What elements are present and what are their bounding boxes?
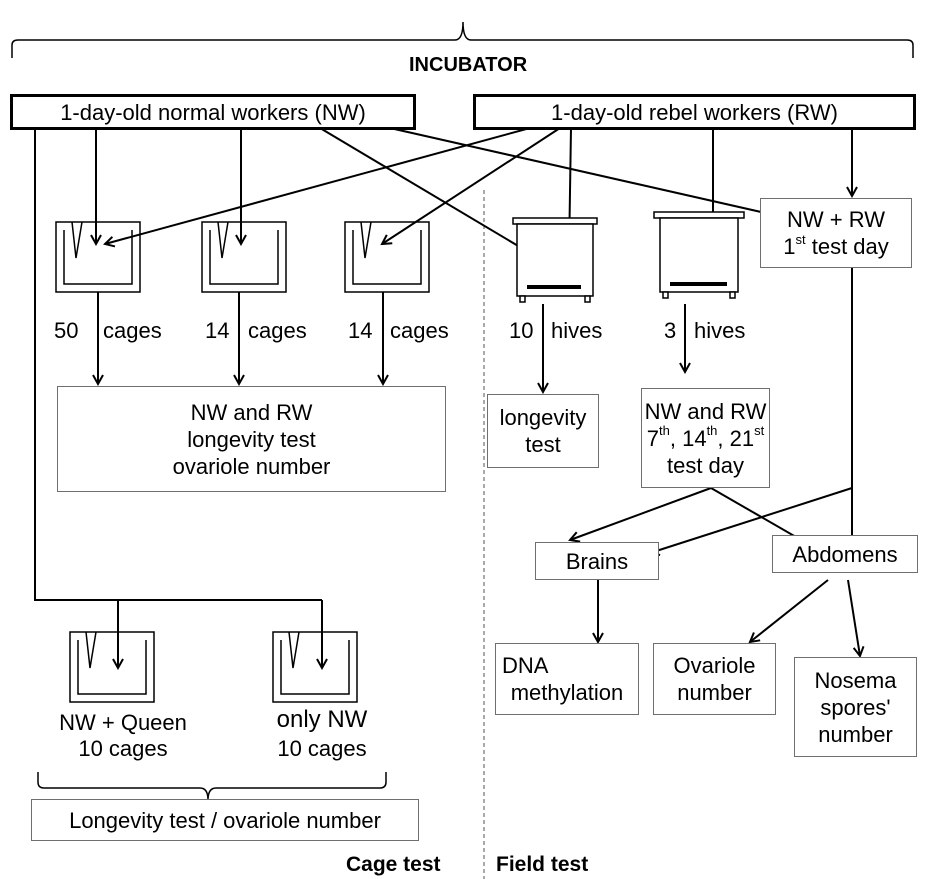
- cage-group-2-count: 14: [205, 318, 230, 343]
- arrow-days-to-brains: [570, 487, 712, 540]
- arrow-abdomens-nosema: [847, 579, 860, 656]
- nosema-line3: number: [818, 721, 893, 747]
- cage-icon-3: [344, 221, 430, 293]
- ovariole-line2: number: [677, 680, 752, 705]
- cage-icon-2: [201, 221, 287, 293]
- day-21-sup: st: [754, 423, 765, 439]
- cage-group-1-unit: cages: [103, 318, 162, 343]
- hive-group-2-count: 3: [664, 318, 677, 343]
- bottom-result-box: Longevity test / ovariole number: [31, 799, 419, 841]
- arrow-day1-to-brains: [650, 487, 853, 553]
- dna-line2: methylation: [510, 680, 624, 705]
- hive-result-box: NW and RW 7th, 14th, 21st test day: [641, 388, 770, 488]
- bottom-brace: [37, 772, 387, 801]
- cage-result-line3: ovariole number: [172, 453, 331, 479]
- cage-group-2-unit: cages: [248, 318, 307, 343]
- cage-group-3-count: 14: [348, 318, 373, 343]
- cage-result-line1: NW and RW: [190, 399, 313, 425]
- hive-longevity-line1: longevity: [499, 405, 587, 430]
- abdomens-box: Abdomens: [772, 535, 918, 573]
- cage-result-line2: longevity test: [187, 426, 316, 452]
- normal-workers-label: 1-day-old normal workers (NW): [60, 99, 366, 125]
- arrow-nw-firstday: [389, 127, 770, 214]
- only-nw-label: only NW: [276, 706, 368, 733]
- cage-icon-1: [55, 221, 141, 293]
- cage-group-3-unit: cages: [390, 318, 449, 343]
- arrow-nw-hive1: [319, 127, 535, 256]
- hive-result-days: 7th, 14th, 21st: [646, 423, 765, 451]
- queen-cage-count: 10 cages: [78, 736, 168, 761]
- hive-icon-1: [512, 217, 598, 303]
- hive-result-line3: test day: [666, 452, 745, 478]
- cage-result-box: NW and RW longevity test ovariole number: [57, 386, 446, 492]
- dna-methylation-box: DNA methylation: [495, 643, 639, 715]
- rebel-workers-box: 1-day-old rebel workers (RW): [473, 94, 916, 130]
- day-14: 14: [682, 425, 707, 451]
- day-21: 21: [729, 425, 755, 451]
- only-nw-count: 10 cages: [277, 736, 367, 761]
- arrow-abdomens-ovariole: [750, 579, 829, 642]
- hive-longevity-box: longevity test: [487, 394, 599, 468]
- cage-group-1-count: 50: [54, 318, 79, 343]
- rebel-workers-label: 1-day-old rebel workers (RW): [551, 99, 838, 125]
- incubator-label: INCUBATOR: [409, 54, 528, 76]
- dna-line1: DNA: [502, 653, 549, 678]
- first-day-sup: st: [795, 231, 806, 247]
- ovariole-line1: Ovariole: [673, 653, 756, 678]
- arrow-rw-cage3: [382, 127, 561, 244]
- day-7: 7: [646, 425, 659, 451]
- brains-label: Brains: [565, 548, 629, 574]
- brains-box: Brains: [535, 542, 659, 580]
- hive-longevity-line2: test: [525, 432, 561, 457]
- cage-icon-only-nw: [272, 631, 358, 703]
- hive-group-2-unit: hives: [694, 318, 746, 343]
- bottom-result-label: Longevity test / ovariole number: [69, 807, 381, 833]
- queen-cage-label: NW + Queen: [59, 710, 187, 735]
- abdomens-label: Abdomens: [792, 541, 898, 567]
- day-7-sup: th: [659, 423, 670, 439]
- hive-group-1-count: 10: [509, 318, 534, 343]
- arrow-rw-cage1: [105, 127, 531, 244]
- normal-workers-box: 1-day-old normal workers (NW): [10, 94, 416, 130]
- day-14-sup: th: [706, 423, 718, 439]
- line-nw-to-queen-branch: [34, 128, 322, 601]
- cage-test-label: Cage test: [346, 853, 441, 876]
- field-test-label: Field test: [496, 853, 589, 876]
- first-day-rest: test day: [811, 234, 889, 259]
- ovariole-number-box: Ovariole number: [653, 643, 776, 715]
- incubator-brace: [11, 21, 914, 58]
- hive-result-line1: NW and RW: [644, 398, 767, 424]
- nosema-line2: spores': [820, 694, 891, 720]
- hive-icon-2: [653, 211, 745, 299]
- nosema-line1: Nosema: [814, 667, 897, 693]
- first-test-day-box: NW + RW 1st test day: [760, 198, 912, 268]
- first-day-line1: NW + RW: [787, 207, 885, 232]
- first-day-line2: 1st test day: [783, 233, 889, 260]
- hive-group-1-unit: hives: [551, 318, 603, 343]
- cage-icon-queen: [69, 631, 155, 703]
- first-day-num: 1: [783, 234, 796, 259]
- nosema-spores-box: Nosema spores' number: [794, 657, 917, 757]
